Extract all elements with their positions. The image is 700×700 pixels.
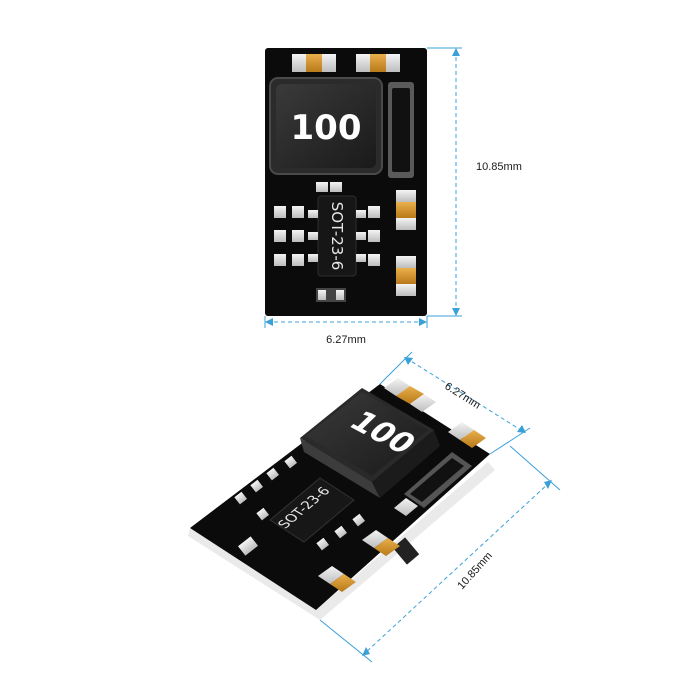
- inductor-angled: 100: [300, 388, 440, 498]
- length-dimension-angled: [319, 445, 561, 663]
- capacitor-angled-top: [384, 378, 436, 412]
- diode-top: [388, 82, 414, 178]
- ic-marking-top: SOT-23-6: [328, 202, 346, 271]
- ic-chip-angled: SOT-23-6: [269, 477, 355, 543]
- width-dimension-angled: [379, 351, 531, 455]
- top-view: 100 SOT-23-6: [264, 47, 522, 346]
- ic-top-pads: [316, 182, 342, 192]
- capacitor-right-lower: [396, 256, 416, 296]
- width-dimension-top: [264, 316, 428, 328]
- width-label-angled: 6.27mm: [442, 380, 482, 411]
- capacitor-top-right: [356, 54, 400, 72]
- resistor-bottom-top: [316, 288, 346, 302]
- capacitor-angled-bottom-2: [318, 566, 356, 592]
- capacitor-top-left: [292, 54, 336, 72]
- inductor-marking-top: 100: [291, 108, 362, 148]
- capacitor-angled-right: [448, 422, 486, 448]
- height-dimension-top: [427, 47, 462, 317]
- ic-chip-top: SOT-23-6: [308, 195, 366, 277]
- width-label-top: 6.27mm: [326, 334, 366, 346]
- pcb-edge-angled: [188, 462, 495, 620]
- capacitor-right-upper: [396, 190, 416, 230]
- capacitor-angled-mid: [394, 498, 418, 516]
- angled-view: 100 SOT-23-6: [188, 351, 561, 663]
- height-label-top: 10.85mm: [476, 161, 522, 173]
- diode-angled: [404, 452, 472, 508]
- inductor-top: 100: [269, 77, 383, 175]
- resistor-grid-top: [274, 206, 380, 266]
- resistor-grid-angled: [234, 455, 366, 556]
- underside-part: [392, 537, 420, 565]
- capacitor-angled-bottom-1: [362, 530, 400, 556]
- length-label-angled: 10.85mm: [455, 550, 495, 592]
